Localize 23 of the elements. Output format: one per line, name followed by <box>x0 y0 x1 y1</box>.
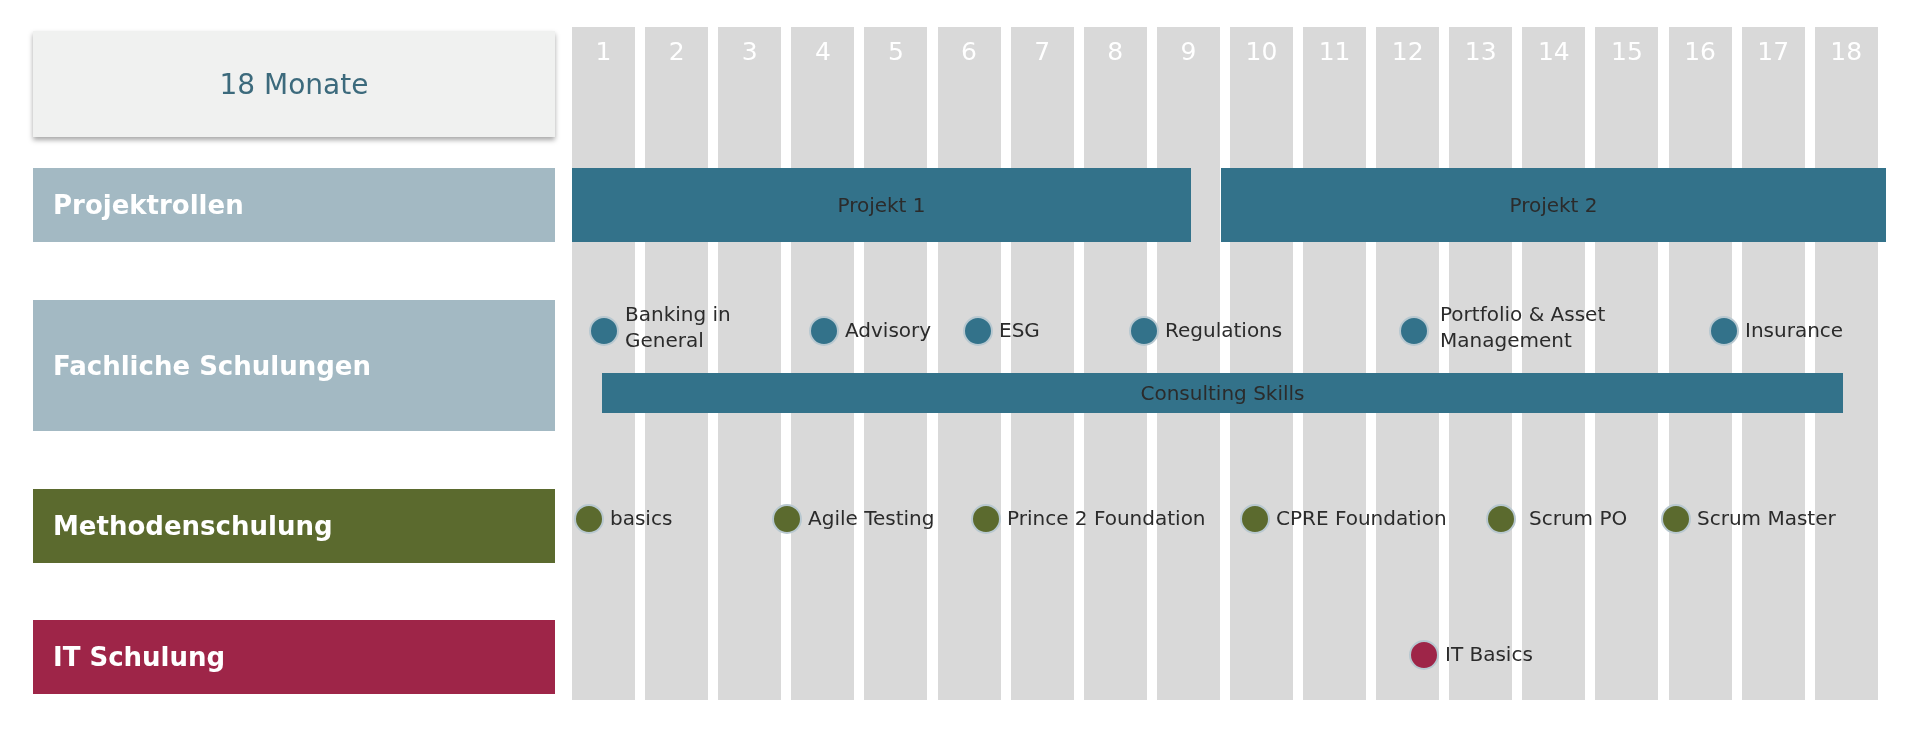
training-label: Advisory <box>845 317 932 343</box>
duration-box: 18 Monate <box>33 31 555 137</box>
milestone-dot <box>1709 316 1739 346</box>
category-box: Fachliche Schulungen <box>33 300 555 431</box>
training-label: Prince 2 Foundation <box>1007 505 1206 531</box>
timeline-bar: Consulting Skills <box>602 373 1843 413</box>
category-box: Methodenschulung <box>33 489 555 563</box>
training-label: basics <box>610 505 673 531</box>
training-label: CPRE Foundation <box>1276 505 1447 531</box>
training-label: Scrum PO <box>1529 505 1628 531</box>
training-label: Scrum Master <box>1697 505 1836 531</box>
training-label: Portfolio & Asset Management <box>1440 301 1607 353</box>
timeline-bar: Projekt 1 <box>572 168 1191 242</box>
timeline-bar: Projekt 2 <box>1221 168 1886 242</box>
training-label: Regulations <box>1165 317 1283 343</box>
category-box: Projektrollen <box>33 168 555 242</box>
training-label: Agile Testing <box>808 505 935 531</box>
training-label: IT Basics <box>1445 641 1533 667</box>
training-label: ESG <box>999 317 1040 343</box>
category-box: IT Schulung <box>33 620 555 694</box>
milestone-dot <box>1661 504 1691 534</box>
training-label: Banking in General <box>625 301 732 353</box>
training-label: Insurance <box>1745 317 1844 343</box>
